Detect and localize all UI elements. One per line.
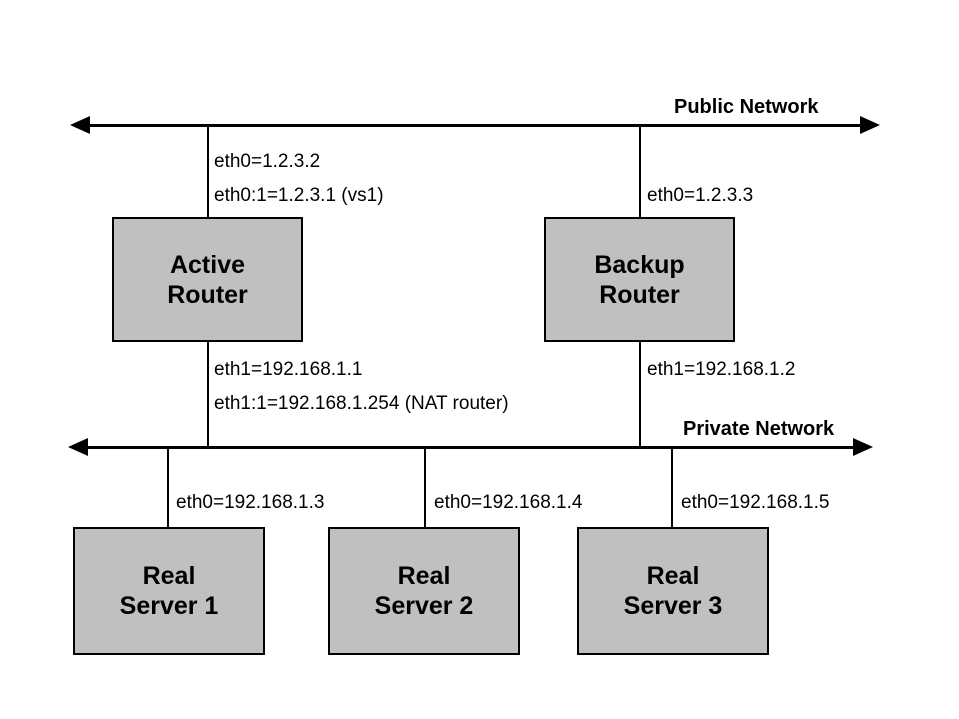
- public-bus-left-arrowhead: [70, 116, 90, 134]
- node-active-router-line-2: Router: [167, 280, 248, 309]
- private-network-label: Private Network: [683, 418, 835, 440]
- interface-label-active-router-private-2: eth1:1=192.168.1.254 (NAT router): [214, 393, 509, 414]
- public-network-label: Public Network: [674, 96, 819, 118]
- connector-active-router-private: [207, 341, 209, 448]
- connector-backup-router-private: [639, 341, 641, 448]
- node-backup-router-line-1: Backup: [594, 250, 685, 279]
- interface-label-active-router-public-2: eth0:1=1.2.3.1 (vs1): [214, 185, 384, 206]
- connector-real-server-2: [424, 447, 426, 528]
- node-real-server-3-line-1: Real: [646, 562, 700, 590]
- interface-label-active-router-private-1: eth1=192.168.1.1: [214, 359, 363, 380]
- node-real-server-3-line-2: Server 3: [623, 592, 723, 620]
- interface-label-backup-router-public: eth0=1.2.3.3: [647, 185, 754, 206]
- node-real-server-1-line-1: Real: [142, 562, 196, 590]
- node-backup-router[interactable]: Backup Router: [544, 217, 735, 342]
- node-real-server-3[interactable]: Real Server 3: [577, 527, 769, 655]
- node-real-server-2-line-2: Server 2: [374, 592, 474, 620]
- private-network-bus-line: [86, 446, 855, 449]
- interface-label-real-server-1: eth0=192.168.1.3: [176, 492, 325, 513]
- interface-label-active-router-public-1: eth0=1.2.3.2: [214, 151, 321, 172]
- node-active-router[interactable]: Active Router: [112, 217, 303, 342]
- connector-real-server-3: [671, 447, 673, 528]
- private-bus-left-arrowhead: [68, 438, 88, 456]
- node-active-router-line-1: Active: [169, 250, 246, 279]
- interface-label-backup-router-private: eth1=192.168.1.2: [647, 359, 796, 380]
- connector-backup-router-public: [639, 125, 641, 218]
- public-bus-right-arrowhead: [860, 116, 880, 134]
- interface-label-real-server-3: eth0=192.168.1.5: [681, 492, 830, 513]
- interface-label-real-server-2: eth0=192.168.1.4: [434, 492, 583, 513]
- private-bus-right-arrowhead: [853, 438, 873, 456]
- connector-active-router-public: [207, 125, 209, 218]
- node-real-server-2-line-1: Real: [397, 562, 451, 590]
- connector-real-server-1: [167, 447, 169, 528]
- public-network-bus-line: [88, 124, 862, 127]
- node-real-server-1-line-2: Server 1: [119, 592, 219, 620]
- node-backup-router-line-2: Router: [599, 280, 680, 309]
- node-real-server-1[interactable]: Real Server 1: [73, 527, 265, 655]
- node-real-server-2[interactable]: Real Server 2: [328, 527, 520, 655]
